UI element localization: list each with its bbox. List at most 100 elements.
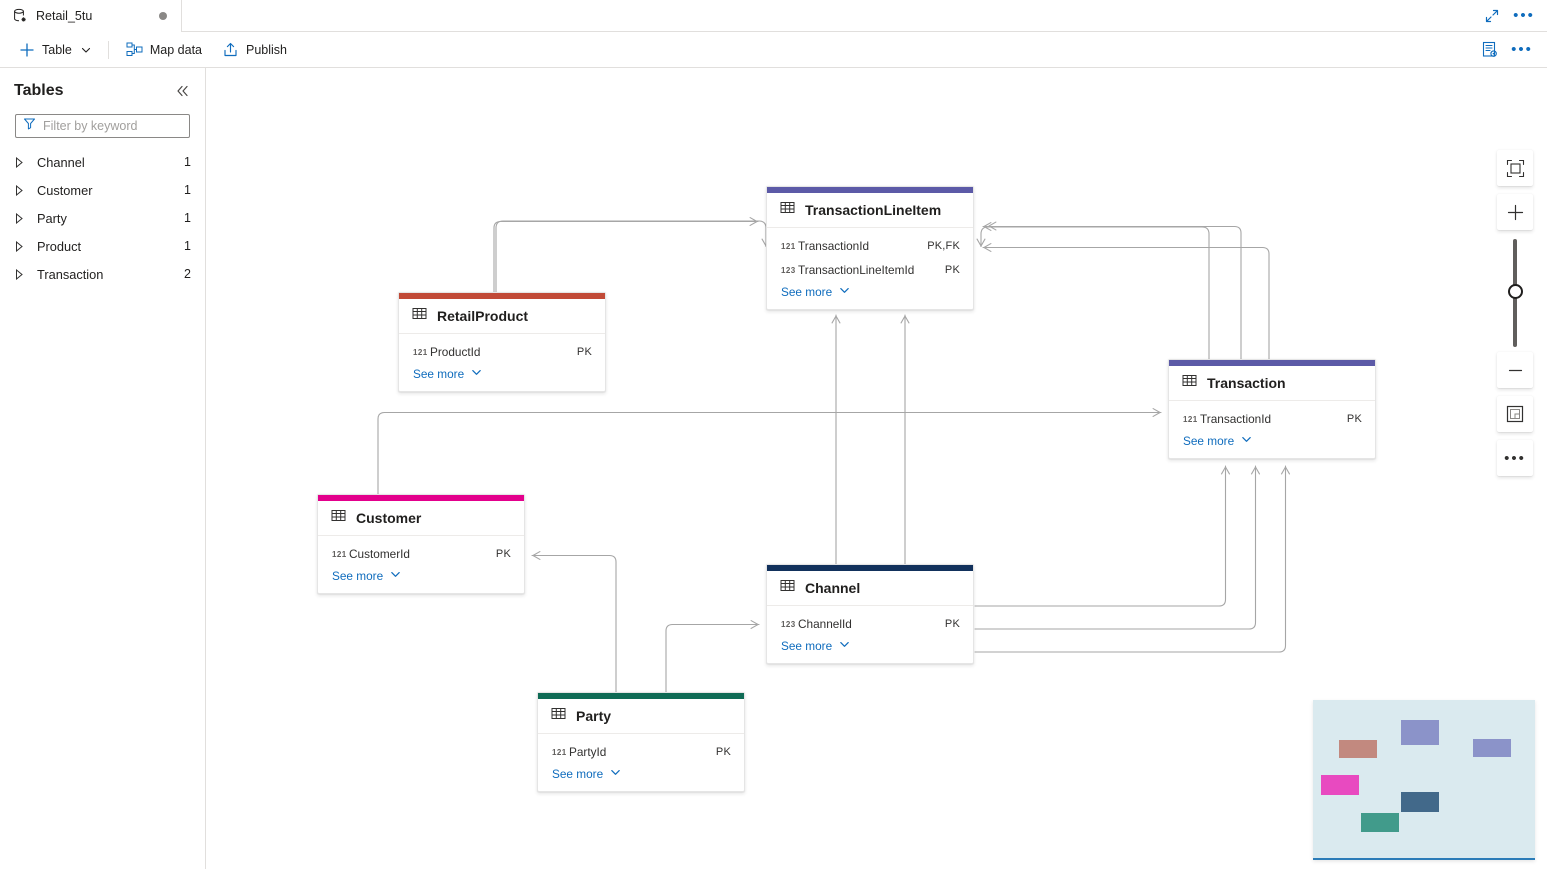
expand-diagonal-icon[interactable] [1477,1,1507,31]
chevron-down-icon [1241,434,1252,448]
see-more-button[interactable]: See more [1169,431,1375,454]
entity-columns: 121 ProductId PK See more [399,334,605,391]
canvas-zoom-toolbar: ••• [1497,150,1533,484]
entity-color-bar [767,565,973,571]
entity-header: Transaction [1169,366,1375,401]
sidebar-item-label: Product [37,238,82,254]
see-more-button[interactable]: See more [767,636,973,659]
column-row[interactable]: 121 TransactionId PK,FK [767,234,973,258]
entity-columns: 121 CustomerId PK See more [318,536,524,593]
sidebar-title: Tables [14,82,64,99]
table-grid-icon [1182,373,1197,393]
chevron-down-icon [390,569,401,583]
tab-retail-5tu[interactable]: Retail_5tu [0,0,182,32]
entity-card-transactionlineitem[interactable]: TransactionLineItem 121 TransactionId PK… [766,186,974,310]
entity-header: Party [538,699,744,734]
chevron-down-icon [610,767,621,781]
entity-name: Transaction [1207,375,1286,391]
chevron-right-icon[interactable] [15,184,37,196]
tables-tree: Channel 1 Customer 1 Party 1 [0,140,205,288]
column-type-icon: 121 [1183,414,1198,424]
fit-to-screen-icon[interactable] [1497,150,1533,186]
entity-columns: 123 ChannelId PK See more [767,606,973,663]
see-more-label: See more [332,569,384,583]
see-more-button[interactable]: See more [318,566,524,589]
column-row[interactable]: 121 PartyId PK [538,740,744,764]
sidebar-item-count: 1 [184,211,191,225]
entity-color-bar [399,293,605,299]
see-more-button[interactable]: See more [399,364,605,387]
chevron-down-icon [839,285,850,299]
sidebar-item-product[interactable]: Product 1 [0,232,205,260]
entity-columns: 121 TransactionId PK,FK 123 TransactionL… [767,228,973,309]
see-more-label: See more [781,639,833,653]
zoom-slider[interactable] [1497,238,1533,348]
plus-icon [19,42,35,58]
entity-columns: 121 PartyId PK See more [538,734,744,791]
column-row[interactable]: 121 TransactionId PK [1169,407,1375,431]
chevron-down-icon [471,367,482,381]
entity-card-party[interactable]: Party 121 PartyId PK See more [537,692,745,792]
minimap-node-transaction [1473,739,1511,757]
sidebar-item-transaction[interactable]: Transaction 2 [0,260,205,288]
more-options-icon[interactable]: ••• [1497,440,1533,476]
column-row[interactable]: 123 ChannelId PK [767,612,973,636]
column-row[interactable]: 121 CustomerId PK [318,542,524,566]
publish-button[interactable]: Publish [213,35,296,65]
see-more-button[interactable]: See more [767,282,973,305]
ellipsis-glyph: ••• [1511,41,1533,58]
column-key-badge: PK [1346,413,1362,425]
filter-icon [23,117,36,135]
erd-canvas[interactable]: TransactionLineItem 121 TransactionId PK… [206,68,1547,869]
sidebar-item-channel[interactable]: Channel 1 [0,148,205,176]
chevron-double-left-icon[interactable] [171,80,193,102]
sidebar-header: Tables [0,68,205,108]
sidebar-item-customer[interactable]: Customer 1 [0,176,205,204]
new-table-button[interactable]: Table [10,35,100,65]
table-grid-icon [412,306,427,326]
entity-card-retailproduct[interactable]: RetailProduct 121 ProductId PK See more [398,292,606,392]
canvas-minimap[interactable] [1313,700,1535,860]
minimap-node-channel [1401,792,1439,812]
filter-box[interactable] [15,114,190,138]
map-data-button[interactable]: Map data [117,35,211,65]
column-key-badge: PK [495,548,511,560]
column-type-icon: 121 [413,347,428,357]
see-more-label: See more [1183,434,1235,448]
chevron-right-icon[interactable] [15,268,37,280]
filter-input[interactable] [43,119,182,133]
entity-card-channel[interactable]: Channel 123 ChannelId PK See more [766,564,974,664]
entity-card-transaction[interactable]: Transaction 121 TransactionId PK See mor… [1168,359,1376,459]
command-bar: Table Map data [0,32,1547,68]
zoom-out-icon[interactable] [1497,352,1533,388]
entity-name: Party [576,708,612,724]
entity-header: Channel [767,571,973,606]
column-type-icon: 121 [781,241,796,251]
column-row[interactable]: 121 ProductId PK [399,340,605,364]
entity-name: RetailProduct [437,308,529,324]
sidebar-item-party[interactable]: Party 1 [0,204,205,232]
ellipsis-glyph: ••• [1504,449,1526,467]
relationship-connectors [377,216,1291,694]
see-more-button[interactable]: See more [538,764,744,787]
entity-card-customer[interactable]: Customer 121 CustomerId PK See more [317,494,525,594]
chevron-right-icon[interactable] [15,240,37,252]
titlebar-actions: ••• [1477,0,1547,31]
properties-settings-icon[interactable] [1475,35,1505,65]
more-options-icon[interactable]: ••• [1507,35,1537,65]
zoom-in-icon[interactable] [1497,194,1533,230]
column-type-icon: 123 [781,619,796,629]
chevron-right-icon[interactable] [15,212,37,224]
sidebar-item-label: Channel [37,154,85,170]
minimap-toggle-icon[interactable] [1497,396,1533,432]
sidebar-item-label: Customer [37,182,93,198]
zoom-slider-thumb[interactable] [1508,284,1523,299]
chevron-right-icon[interactable] [15,156,37,168]
chevron-down-icon [839,639,850,653]
column-key-badge: PK [576,346,592,358]
column-row[interactable]: 123 TransactionLineItemId PK [767,258,973,282]
more-options-icon[interactable]: ••• [1509,1,1539,31]
filter-wrapper [0,108,205,140]
map-data-icon [126,41,143,58]
